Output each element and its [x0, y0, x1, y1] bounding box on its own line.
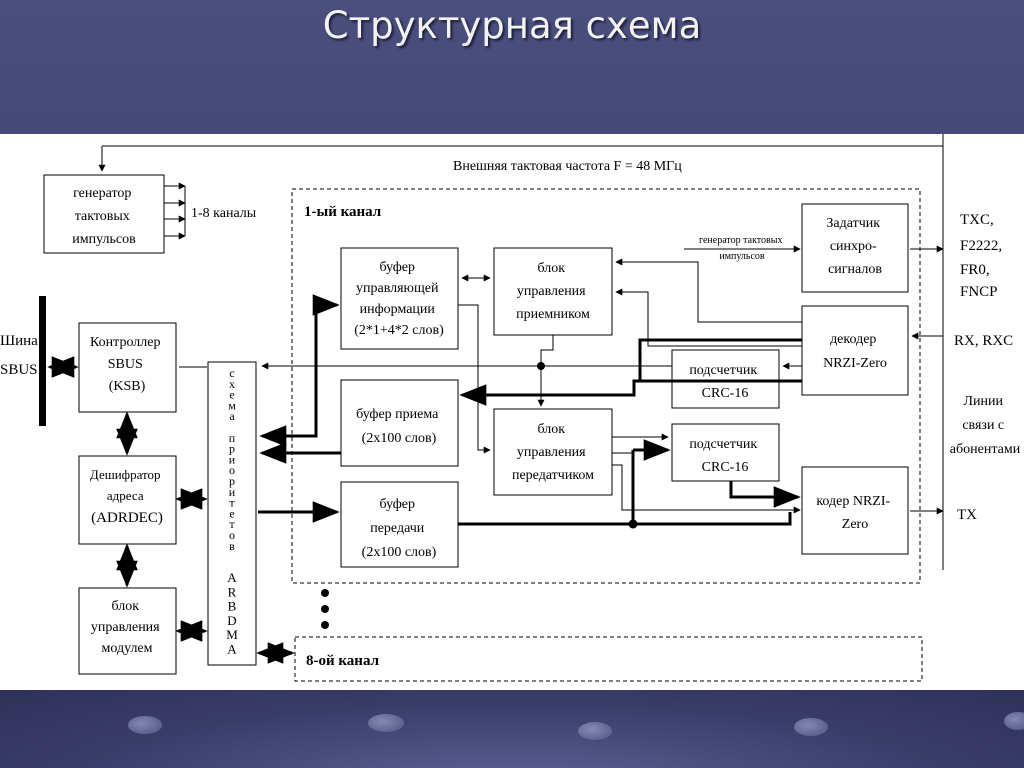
arbdma-letter: е [229, 506, 234, 520]
adrdec-box [78, 455, 177, 545]
module-control-label: блок управления модулем [91, 599, 163, 656]
arbdma-box [207, 361, 257, 666]
crc-tx-box [671, 423, 780, 482]
arbdma-letter: м [228, 398, 236, 412]
tx-control-label: блок управления передатчиком [512, 422, 594, 483]
slide-title: Структурная схема [322, 4, 702, 47]
tx-junction-dot [628, 519, 638, 529]
sync-generator-label: Задатчик синхро- сигналов [826, 216, 883, 277]
sync-generator-box [801, 203, 909, 293]
ext-clock-label: Внешняя тактовая частота F = 48 МГц [453, 159, 682, 174]
arbdma-letter: р [229, 474, 235, 488]
lines-label: Линии связи с абонентами [950, 394, 1021, 457]
decor-blob [368, 714, 404, 732]
channels-label: 1-8 каналы [191, 206, 257, 221]
buffer-tx-label: буфер передачи (2х100 слов) [362, 497, 437, 560]
crc-rx-label: подсчетчик CRC-16 [689, 363, 760, 401]
arbdma-letter: и [229, 485, 236, 499]
junction-dot [537, 362, 545, 370]
tx-control-box [493, 408, 613, 496]
buffer-rx-label: буфер приема (2х100 слов) [356, 407, 442, 446]
sbus-bus-bar [39, 296, 46, 426]
bottom-decoration [0, 690, 1024, 768]
arbdma-letter: M [226, 627, 238, 642]
channel-8-label: 8-ой канал [306, 653, 380, 669]
clock-input-label: генератор тактовых импульсов [699, 235, 785, 262]
coder-label: кодер NRZI- Zero [816, 494, 893, 532]
buffer-tx-box [340, 481, 459, 568]
arbdma-letter: в [229, 539, 235, 553]
buffer-control-label: буфер управляющей информации (2*1+4*2 сл… [354, 260, 444, 338]
arbdma-letter: р [229, 442, 235, 456]
decor-blob [578, 722, 612, 740]
buffer-rx-box [340, 379, 459, 467]
ellipsis-dots [321, 589, 329, 629]
arbdma-letter: е [229, 388, 234, 402]
buffer-control-box [340, 247, 459, 350]
arbdma-letter: о [229, 528, 235, 542]
thick-connections [258, 294, 802, 526]
arbdma-letter: т [229, 496, 235, 510]
clock-generator-label: генератор тактовых импульсов [72, 186, 136, 247]
tx-label: TX [957, 507, 977, 523]
decor-blob [128, 716, 162, 734]
arbdma-letter: A [227, 570, 237, 585]
rx-control-label: блок управления приемником [516, 261, 590, 322]
adrdec-label: Дешифратор адреса (ADRDEC) [90, 467, 164, 526]
decor-blob [1004, 712, 1024, 730]
thin-connections [261, 258, 802, 522]
coder-box [801, 466, 909, 555]
clock-generator-box [43, 174, 165, 254]
sbus-label: Шина SBUS [0, 333, 42, 378]
decoder-box [801, 305, 909, 396]
arbdma-letter: п [229, 431, 236, 445]
arbdma-letter: а [229, 409, 235, 423]
txc-label: TXC, F2222, FR0, FNCP [960, 212, 1006, 300]
arbdma-letter: х [229, 377, 235, 391]
crc-tx-label: подсчетчик CRC-16 [689, 437, 760, 475]
crc-rx-box [671, 349, 780, 409]
generator-outputs [164, 182, 186, 240]
channel-1-label: 1-ый канал [304, 204, 382, 220]
arbdma-letter: о [229, 463, 235, 477]
ksb-label: Контроллер SBUS (KSB) [90, 335, 164, 394]
arbdma-letter: D [227, 613, 236, 628]
ext-clock-line [98, 134, 944, 570]
arbdma-letter: и [229, 452, 236, 466]
rx-label: RX, RXC [954, 333, 1013, 349]
arbdma-letter: A [227, 642, 237, 657]
module-control-box [78, 587, 177, 675]
arbdma-letter: B [228, 599, 237, 614]
rx-control-box [493, 247, 613, 336]
arbdma-letter: т [229, 517, 235, 531]
decoder-label: декодер NRZI-Zero [823, 332, 887, 371]
arbdma-letter: с [229, 366, 234, 380]
arbdma-letter: R [228, 584, 237, 599]
decor-blob [794, 718, 828, 736]
channel-8-frame [294, 636, 923, 682]
ksb-box [78, 322, 177, 413]
